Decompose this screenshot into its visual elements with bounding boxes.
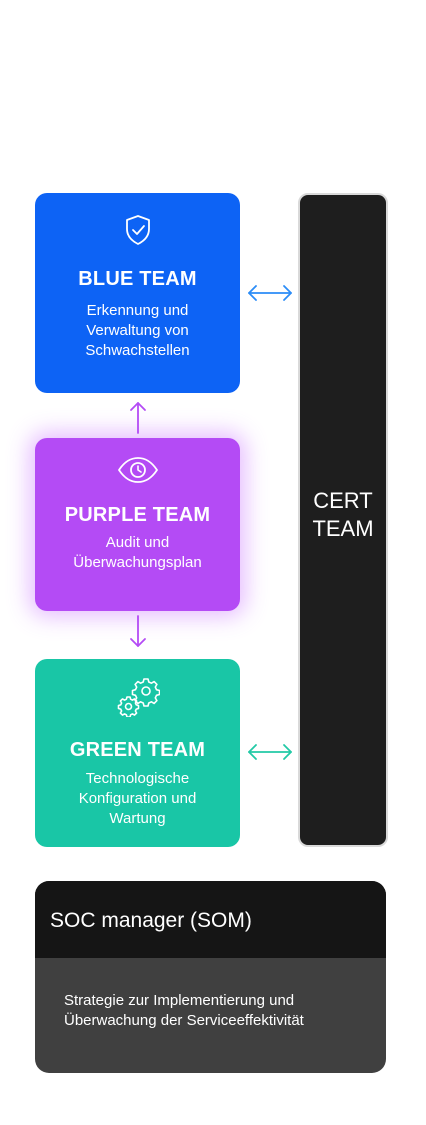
green-team-desc-line: Technologische xyxy=(85,770,190,787)
blue-team-description: Erkennung und Verwaltung von Schwachstel… xyxy=(43,301,232,361)
green-cert-double-arrow xyxy=(248,744,292,760)
green-team-box: GREEN TEAM Technologische Konfiguration … xyxy=(35,659,240,847)
soc-manager-description: Strategie zur Implementierung und Überwa… xyxy=(64,991,372,1031)
purple-blue-up-arrow xyxy=(130,402,146,434)
purple-team-title: PURPLE TEAM xyxy=(64,504,211,526)
soc-manager-title: SOC manager (SOM) xyxy=(50,909,252,932)
blue-team-title: BLUE TEAM xyxy=(78,268,197,290)
purple-team-desc-line: Überwachungsplan xyxy=(73,554,202,571)
blue-team-desc-line: Erkennung und xyxy=(86,302,189,319)
soc-manager-header: SOC manager (SOM) xyxy=(35,881,386,958)
blue-team-desc-line: Schwachstellen xyxy=(85,342,190,359)
green-team-desc-line: Wartung xyxy=(109,810,166,827)
green-team-title: GREEN TEAM xyxy=(69,739,206,761)
purple-team-desc-line: Audit und xyxy=(105,534,170,551)
blue-cert-double-arrow xyxy=(248,285,292,301)
purple-green-down-arrow xyxy=(130,615,146,647)
blue-team-box: BLUE TEAM Erkennung und Verwaltung von S… xyxy=(35,193,240,393)
gears-icon xyxy=(116,675,160,722)
green-team-description: Technologische Konfiguration und Wartung xyxy=(43,769,232,829)
cert-team-label: CERT TEAM xyxy=(312,488,374,541)
soc-manager-card: SOC manager (SOM) Strategie zur Implemen… xyxy=(35,881,386,1073)
soc-manager-desc-line: Überwachung der Serviceeffektivität xyxy=(64,1012,304,1029)
purple-team-description: Audit und Überwachungsplan xyxy=(43,533,232,573)
soc-manager-desc-line: Strategie zur Implementierung und xyxy=(64,992,295,1009)
green-team-desc-line: Konfiguration und xyxy=(78,790,197,807)
purple-team-box: PURPLE TEAM Audit und Überwachungsplan xyxy=(35,438,240,611)
shield-check-icon xyxy=(123,213,153,252)
blue-team-desc-line: Verwaltung von xyxy=(86,322,189,339)
eye-icon xyxy=(116,456,160,489)
cert-team-column: CERT TEAM xyxy=(298,193,388,847)
